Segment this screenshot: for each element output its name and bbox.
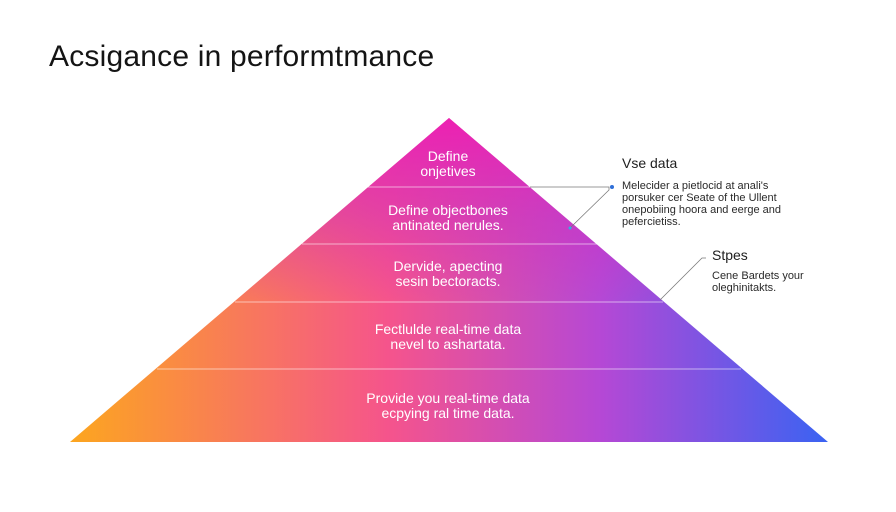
tier-2-line-1: Define objectbones: [388, 202, 508, 218]
tier-3-line-2: sesin bectoracts.: [395, 273, 501, 289]
tier-2-line-2: antinated nerules.: [392, 217, 504, 233]
callout-2-line-1: Cene Bardets your: [712, 270, 804, 282]
tier-3-line-1: Dervide, apecting: [393, 258, 503, 274]
tier-1-line-1: Define: [427, 148, 469, 164]
callout-dot-1: [610, 185, 614, 189]
callout-1-line-3: onepobiing hoora and eerge and: [622, 204, 782, 216]
callout-1-body: Melecider a pietlocid at anali's porsuke…: [622, 180, 781, 228]
tier-1-label: Define onjetives: [248, 149, 648, 179]
callout-2-title: Stpes: [712, 247, 748, 263]
callout-connector-1: [530, 186, 610, 229]
callout-2-body: Cene Bardets your oleghinitakts.: [712, 270, 804, 294]
tier-2-label: Define objectbones antinated nerules.: [248, 203, 648, 233]
callout-1-title: Vse data: [622, 155, 678, 171]
tier-4-line-2: nevel to ashartata.: [390, 336, 506, 352]
tier-4-line-1: Fectlulde real-time data: [374, 321, 522, 337]
tier-4-label: Fectlulde real-time data nevel to ashart…: [248, 322, 648, 352]
pyramid-top-glow: [70, 118, 828, 442]
tier-5-line-1: Provide you real-time data: [366, 390, 530, 406]
callout-dot-1b: [568, 226, 572, 230]
page-title: Acsigance in performtmance: [49, 40, 435, 73]
tier-3-label: Dervide, apecting sesin bectoracts.: [248, 259, 648, 289]
callout-1-line-2: porsuker cer Seate of the Ullent: [622, 192, 777, 204]
tier-5-line-2: ecpying ral time data.: [381, 405, 515, 421]
tier-5-label: Provide you real-time data ecpying ral t…: [248, 391, 648, 421]
callout-1-line-4: pefercietiss.: [622, 216, 681, 228]
tier-dividers: [157, 186, 741, 370]
tier-1-line-2: onjetives: [420, 163, 476, 179]
callout-2-line-2: oleghinitakts.: [712, 282, 777, 294]
callout-connectors: [530, 185, 706, 301]
callout-connector-2: [659, 257, 706, 301]
callout-1-line-1: Melecider a pietlocid at anali's: [622, 180, 769, 192]
